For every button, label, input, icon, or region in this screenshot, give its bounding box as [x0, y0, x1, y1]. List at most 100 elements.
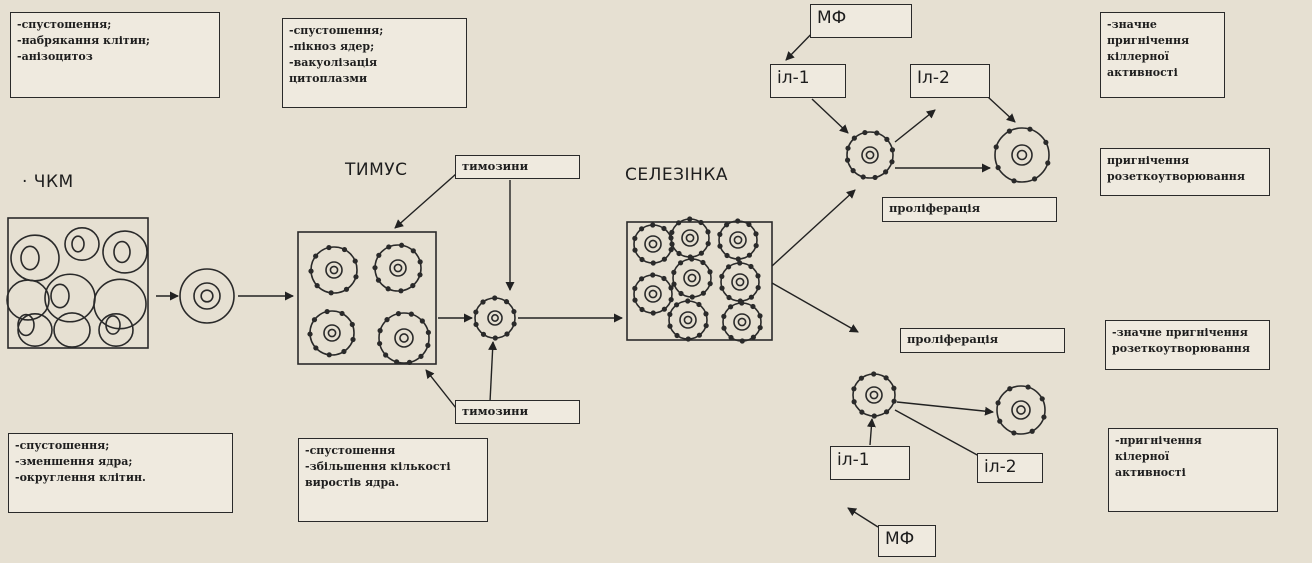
note-box-bottom-thymus: -спустошення -збільшення кількості вирос…: [298, 438, 488, 522]
note-line: цитоплазми: [289, 71, 368, 85]
surface-granule: [676, 250, 682, 257]
surface-granule: [719, 273, 725, 279]
surface-granule: [872, 174, 878, 181]
thymus-block: [297, 231, 437, 365]
effector-cell: [993, 126, 1051, 184]
note-line: пригнічення: [1107, 33, 1190, 47]
surface-granule: [480, 331, 487, 337]
chkm-cell: [17, 313, 53, 347]
chkm-cell: [10, 234, 60, 282]
surface-granule: [326, 244, 332, 251]
note-line: активності: [1107, 65, 1178, 79]
surface-granule: [726, 294, 732, 301]
chkm-nucleus: [50, 283, 70, 309]
spleen-cell: [719, 260, 761, 304]
surface-granule: [995, 164, 1001, 171]
surface-granule: [632, 235, 638, 241]
cell-nucleolus: [329, 265, 339, 275]
cell-nucleus: [193, 282, 221, 310]
surface-granule: [671, 269, 677, 275]
surface-granule: [650, 260, 656, 266]
activated-cell: [844, 129, 896, 181]
surface-granule: [650, 272, 656, 278]
surface-granule: [696, 301, 702, 308]
surface-granule: [724, 252, 730, 259]
surface-granule: [757, 325, 763, 331]
surface-granule: [724, 222, 730, 228]
cell-membrane: [670, 218, 710, 258]
cell-membrane: [668, 300, 708, 340]
il1-box-top: іл-1: [770, 64, 846, 98]
spleen-cell: [632, 272, 674, 316]
cell-membrane: [852, 373, 896, 417]
surface-granule: [703, 323, 709, 329]
surface-granule: [399, 242, 405, 248]
surface-granule: [395, 311, 402, 317]
il2-box-top: Іл-2: [910, 64, 990, 98]
proliferation-tag-bottom: проліферація: [900, 328, 1065, 353]
surface-granule: [995, 400, 1001, 406]
surface-granule: [425, 329, 431, 336]
surface-granule: [858, 375, 865, 381]
surface-granule: [700, 259, 706, 266]
thymus-cell: [307, 308, 356, 358]
cell-membrane: [179, 268, 235, 324]
cell-nucleus: [729, 231, 747, 249]
thymosins-tag-bottom: тимозини: [455, 400, 580, 424]
chkm-tissue-block: [7, 217, 149, 349]
note-line: кіллерної: [1107, 49, 1169, 63]
cell-membrane: [720, 262, 760, 302]
surface-granule: [884, 136, 890, 142]
surface-granule: [1045, 160, 1051, 166]
cell-nucleolus: [683, 315, 693, 325]
chkm-cell: [64, 227, 100, 261]
surface-granule: [674, 302, 680, 308]
arrow: [894, 109, 936, 143]
surface-granule: [353, 274, 359, 280]
surface-granule: [844, 157, 851, 163]
surface-granule: [328, 290, 334, 296]
activated-cell: [851, 371, 897, 419]
surface-granule: [717, 231, 723, 237]
cell-nucleus: [644, 235, 662, 253]
cell-nucleus: [394, 328, 414, 348]
surface-granule: [668, 297, 674, 303]
surface-granule: [737, 260, 743, 266]
surface-granule: [492, 295, 498, 301]
surface-granule: [350, 336, 356, 343]
cell-membrane: [633, 274, 673, 314]
surface-granule: [376, 252, 382, 258]
surface-granule: [739, 338, 745, 344]
surface-granule: [719, 285, 725, 291]
surface-granule: [668, 285, 674, 291]
surface-granule: [883, 169, 889, 175]
surface-granule: [703, 311, 709, 317]
surface-granule: [671, 281, 677, 287]
surface-granule: [889, 147, 896, 153]
surface-granule: [1007, 386, 1013, 392]
cell-membrane: [633, 224, 673, 264]
surface-granule: [891, 385, 897, 391]
cell-nucleolus: [648, 289, 658, 299]
chkm-nucleus: [17, 313, 35, 337]
surface-granule: [480, 299, 486, 305]
surface-granule: [997, 418, 1003, 424]
thymosins-tag-top: тимозини: [455, 155, 580, 179]
surface-granule: [639, 306, 645, 313]
surface-granule: [313, 253, 319, 259]
surface-granule: [871, 371, 877, 377]
arrow: [847, 507, 879, 528]
note-line: розеткоутворювання: [1112, 341, 1250, 355]
surface-granule: [862, 129, 868, 136]
spleen-cell: [717, 218, 759, 262]
cell-nucleolus: [685, 233, 695, 243]
chkm-nucleus: [71, 235, 85, 253]
surface-granule: [639, 226, 645, 232]
note-box-right-2: пригнічення розеткоутворювання: [1100, 148, 1270, 196]
surface-granule: [889, 159, 895, 165]
surface-granule: [717, 243, 723, 249]
surface-granule: [632, 297, 638, 303]
arrow: [771, 189, 856, 267]
il2-box-bottom: іл-2: [977, 453, 1043, 483]
